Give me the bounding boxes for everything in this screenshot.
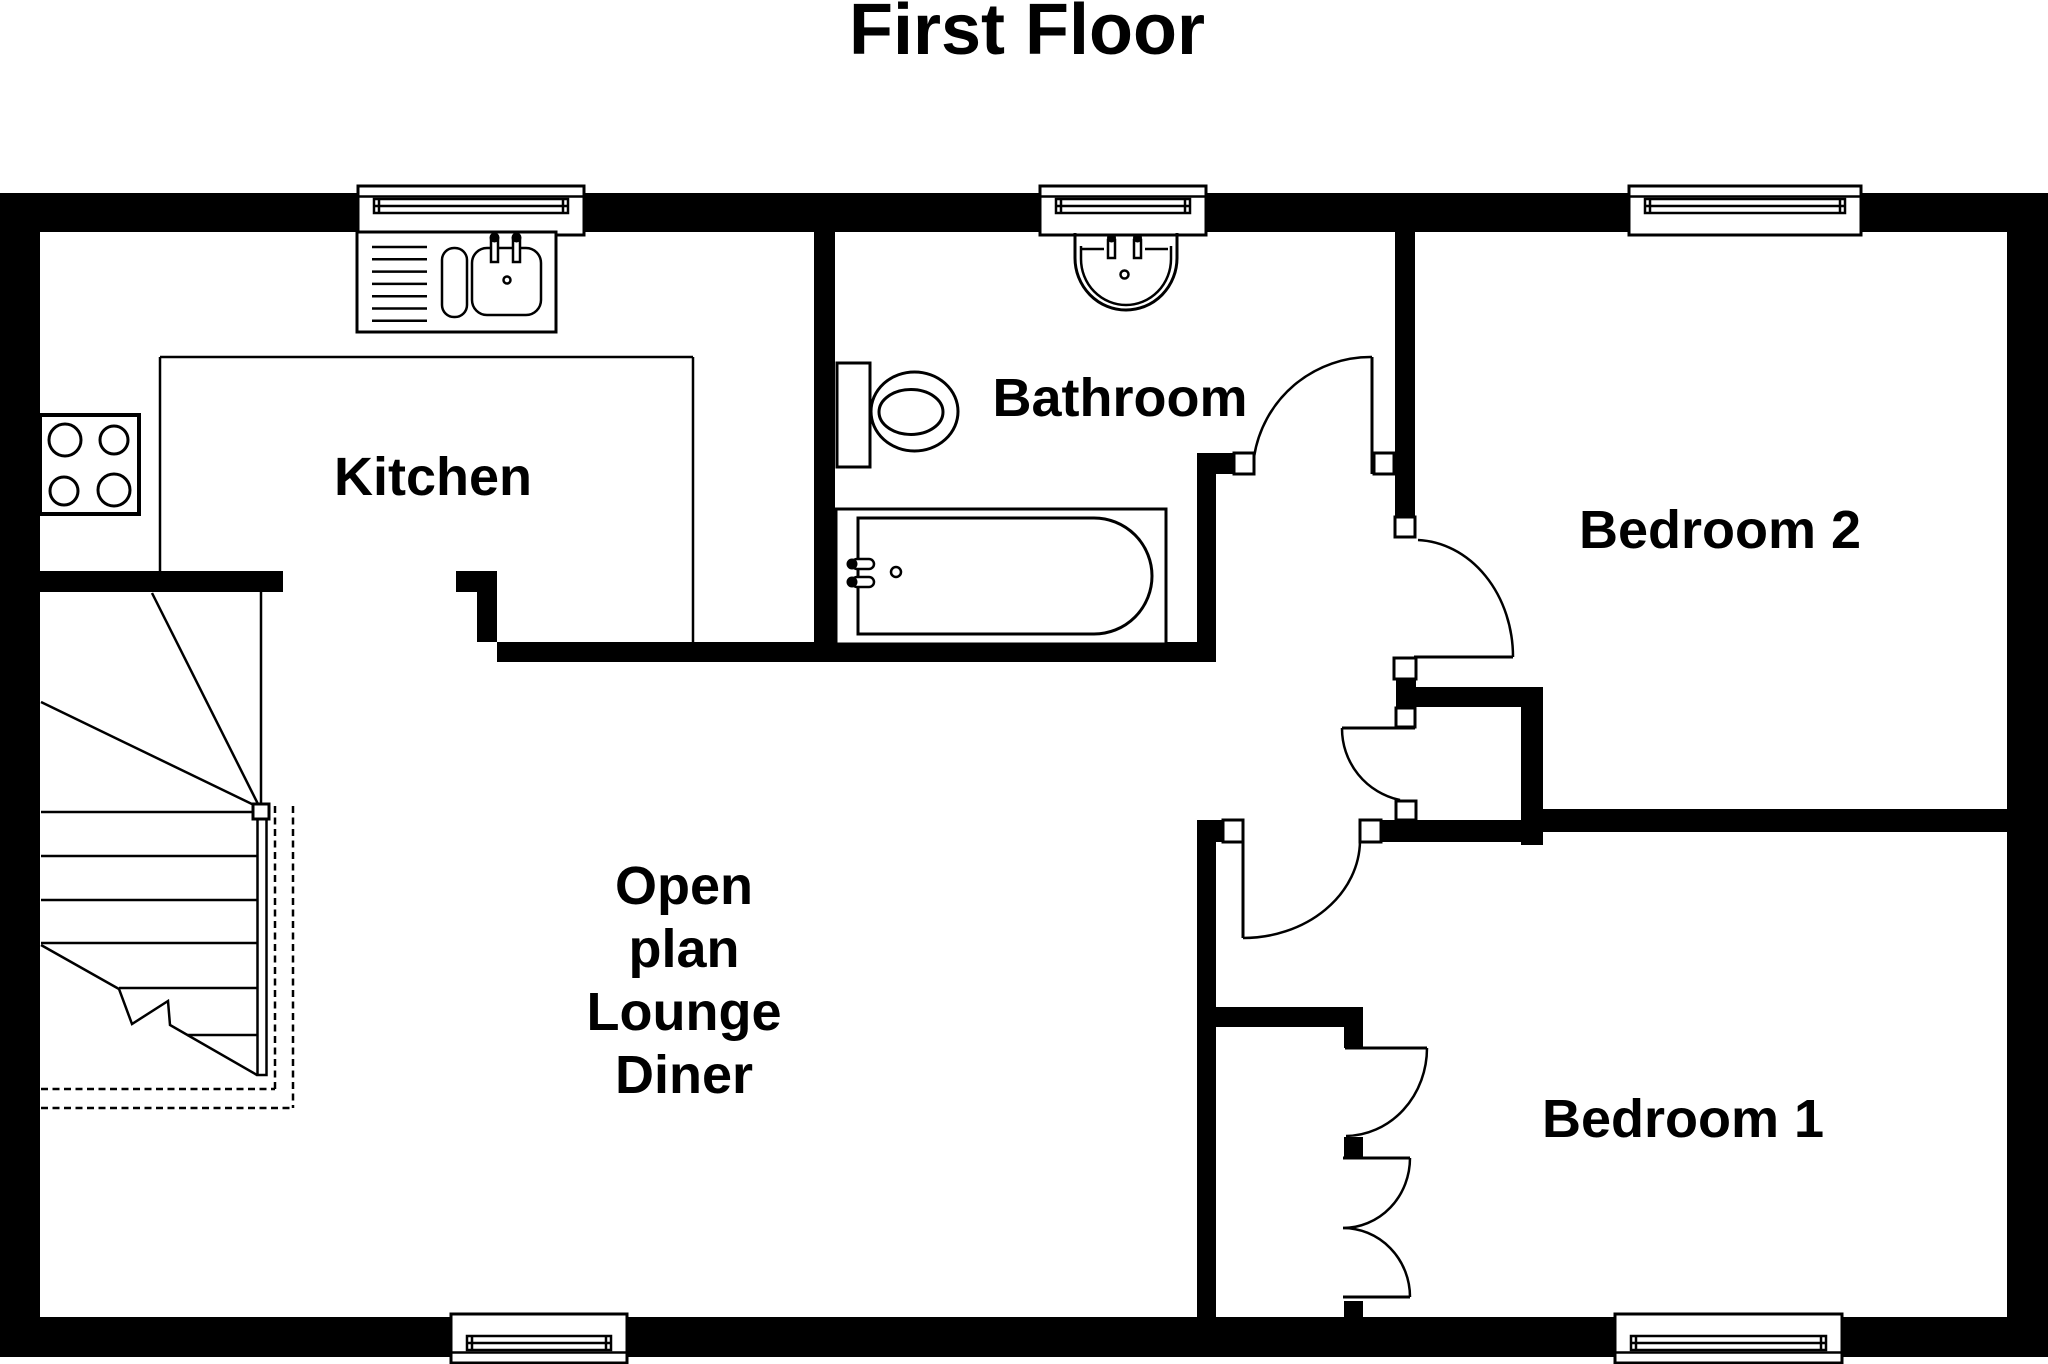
svg-text:Bedroom 1: Bedroom 1: [1542, 1089, 1824, 1149]
svg-text:Bathroom: Bathroom: [993, 368, 1248, 428]
svg-text:Diner: Diner: [615, 1045, 753, 1105]
svg-text:Lounge: Lounge: [587, 982, 782, 1042]
svg-text:plan: plan: [628, 919, 739, 979]
svg-text:Bedroom 2: Bedroom 2: [1579, 500, 1861, 560]
svg-text:Open: Open: [615, 856, 753, 916]
svg-text:Kitchen: Kitchen: [334, 447, 532, 507]
svg-text:First Floor: First Floor: [849, 0, 1205, 70]
